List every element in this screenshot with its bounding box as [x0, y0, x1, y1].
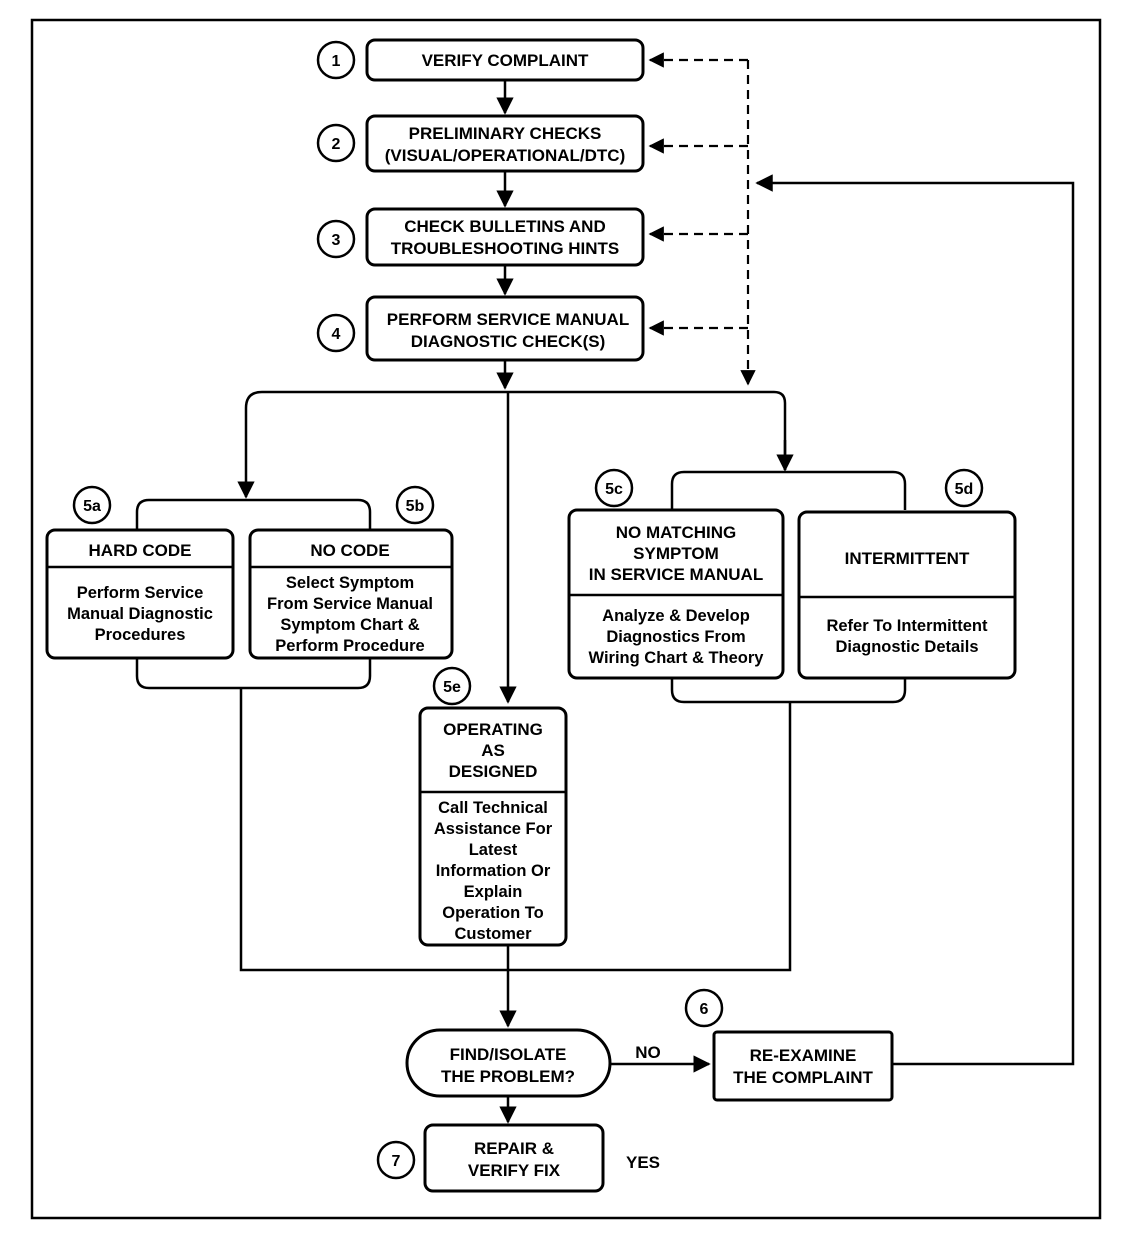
- intermittent-line-1: Refer To Intermittent: [826, 617, 988, 635]
- no-code-box: [248, 528, 454, 660]
- no-code-line-4: Perform Procedure: [275, 637, 424, 655]
- re-examine-line-2: THE COMPLAINT: [733, 1068, 873, 1087]
- no-matching-symptom-line-2: Diagnostics From: [606, 628, 745, 646]
- branch-horizontal: [262, 390, 787, 470]
- group-5a-5b-bottom-bracket: [135, 658, 372, 690]
- operating-as-designed-line-1: Call Technical: [438, 799, 548, 817]
- step-5a-number-circle: [72, 485, 112, 525]
- operating-as-designed-box: [418, 706, 568, 947]
- intermittent-box: [797, 510, 1017, 680]
- step-5b-number: 5b: [406, 498, 425, 515]
- operating-as-designed-title-3: DESIGNED: [449, 762, 538, 781]
- step-4-number: 4: [332, 326, 341, 343]
- operating-as-designed-line-6: Operation To: [442, 904, 543, 922]
- step-6-number-circle: [684, 988, 724, 1028]
- step-5a-number: 5a: [83, 498, 101, 515]
- hard-code-line-2: Manual Diagnostic: [67, 605, 213, 623]
- step-5c-number-circle: [594, 468, 634, 508]
- no-matching-symptom-line-1: Analyze & Develop: [602, 607, 750, 625]
- step-5e-number: 5e: [443, 679, 461, 696]
- diagnostic-check-line-2: DIAGNOSTIC CHECK(S): [411, 332, 606, 351]
- no-code-line-2: From Service Manual: [267, 595, 433, 613]
- dashed-feedback-lines: [648, 52, 756, 386]
- step-5e-number-circle: [432, 666, 472, 706]
- step-5d-number-circle: [944, 468, 984, 508]
- preliminary-checks-line-2: (VISUAL/OPERATIONAL/DTC): [385, 146, 626, 165]
- diagram-frame: [30, 18, 1102, 1220]
- re-examine-line-1: RE-EXAMINE: [750, 1046, 857, 1065]
- diagnostic-check-line-1: PERFORM SERVICE MANUAL: [387, 310, 629, 329]
- no-code-title: NO CODE: [310, 541, 389, 560]
- step-6-number: 6: [700, 1001, 709, 1018]
- step-7-number: 7: [392, 1153, 401, 1170]
- preliminary-checks-line-1: PRELIMINARY CHECKS: [409, 124, 602, 143]
- intermittent-title: INTERMITTENT: [845, 549, 970, 568]
- re-examine-box: [712, 1030, 894, 1102]
- hard-code-title: HARD CODE: [89, 541, 192, 560]
- group-5a-5b: 5a HARD CODE Perform Service Manual Diag…: [45, 485, 454, 690]
- hard-code-line-1: Perform Service: [77, 584, 204, 602]
- step-7-number-circle: [376, 1140, 416, 1180]
- operating-as-designed-title-1: OPERATING: [443, 720, 543, 739]
- no-matching-symptom-line-3: Wiring Chart & Theory: [589, 649, 765, 667]
- check-bulletins-line-1: CHECK BULLETINS AND: [404, 217, 605, 236]
- no-code-line-3: Symptom Chart &: [280, 616, 419, 634]
- step-2-number: 2: [332, 136, 341, 153]
- step-2-group: 2 PRELIMINARY CHECKS (VISUAL/OPERATIONAL…: [316, 114, 645, 173]
- operating-as-designed-line-3: Latest: [469, 841, 518, 859]
- no-code-line-1: Select Symptom: [286, 574, 414, 592]
- step-5e-group: 5e OPERATING AS DESIGNED Call Technical …: [418, 666, 568, 947]
- step-1-number-circle: [316, 40, 356, 80]
- step-3-number-circle: [316, 219, 356, 259]
- repair-verify-line-2: VERIFY FIX: [468, 1161, 561, 1180]
- step-4-number-circle: [316, 313, 356, 353]
- no-matching-symptom-title-2: SYMPTOM: [633, 544, 719, 563]
- step-3-group: 3 CHECK BULLETINS AND TROUBLESHOOTING HI…: [316, 207, 645, 267]
- hard-code-box: [45, 528, 235, 660]
- intermittent-line-2: Diagnostic Details: [835, 638, 978, 656]
- operating-as-designed-line-5: Explain: [464, 883, 523, 901]
- operating-as-designed-line-2: Assistance For: [434, 820, 553, 838]
- decision-group: FIND/ISOLATE THE PROBLEM?: [405, 1028, 612, 1098]
- group-5c-5d-top-bracket: [670, 470, 907, 510]
- step-6-group: 6 RE-EXAMINE THE COMPLAINT: [684, 988, 894, 1102]
- branch-left-drop: [237, 390, 263, 499]
- step-5c-number: 5c: [605, 481, 623, 498]
- collector-left: [239, 688, 508, 972]
- operating-as-designed-title-2: AS: [481, 741, 505, 760]
- check-bulletins-line-2: TROUBLESHOOTING HINTS: [391, 239, 620, 258]
- collector-lines: [239, 688, 792, 1028]
- group-5c-5d: 5c NO MATCHING SYMPTOM IN SERVICE MANUAL…: [567, 468, 1017, 704]
- no-label: NO: [635, 1043, 661, 1062]
- no-matching-symptom-title-3: IN SERVICE MANUAL: [589, 565, 763, 584]
- step-1-group: 1 VERIFY COMPLAINT: [316, 38, 645, 82]
- hard-code-line-3: Procedures: [95, 626, 186, 644]
- collector-right: [508, 702, 792, 972]
- yes-label: YES: [626, 1153, 660, 1172]
- operating-as-designed-line-7: Customer: [454, 925, 532, 943]
- branch-lines: [237, 390, 794, 704]
- operating-as-designed-line-4: Information Or: [436, 862, 551, 880]
- repair-verify-line-1: REPAIR &: [474, 1139, 554, 1158]
- step-1-number: 1: [332, 53, 341, 70]
- step-3-number: 3: [332, 232, 341, 249]
- step-5b-number-circle: [395, 485, 435, 525]
- step-4-group: 4 PERFORM SERVICE MANUAL DIAGNOSTIC CHEC…: [316, 295, 645, 362]
- step-2-number-circle: [316, 123, 356, 163]
- group-5a-5b-top-bracket: [135, 498, 372, 530]
- step-5d-number: 5d: [955, 481, 974, 498]
- find-isolate-line-2: THE PROBLEM?: [441, 1067, 575, 1086]
- group-5c-5d-bottom-bracket: [670, 678, 907, 704]
- step-7-group: 7 REPAIR & VERIFY FIX: [376, 1123, 605, 1193]
- find-isolate-line-1: FIND/ISOLATE: [450, 1045, 567, 1064]
- repair-verify-box: [423, 1123, 605, 1193]
- verify-complaint-label: VERIFY COMPLAINT: [422, 51, 589, 70]
- no-matching-symptom-title-1: NO MATCHING: [616, 523, 737, 542]
- loop-back-line: [755, 174, 1075, 1066]
